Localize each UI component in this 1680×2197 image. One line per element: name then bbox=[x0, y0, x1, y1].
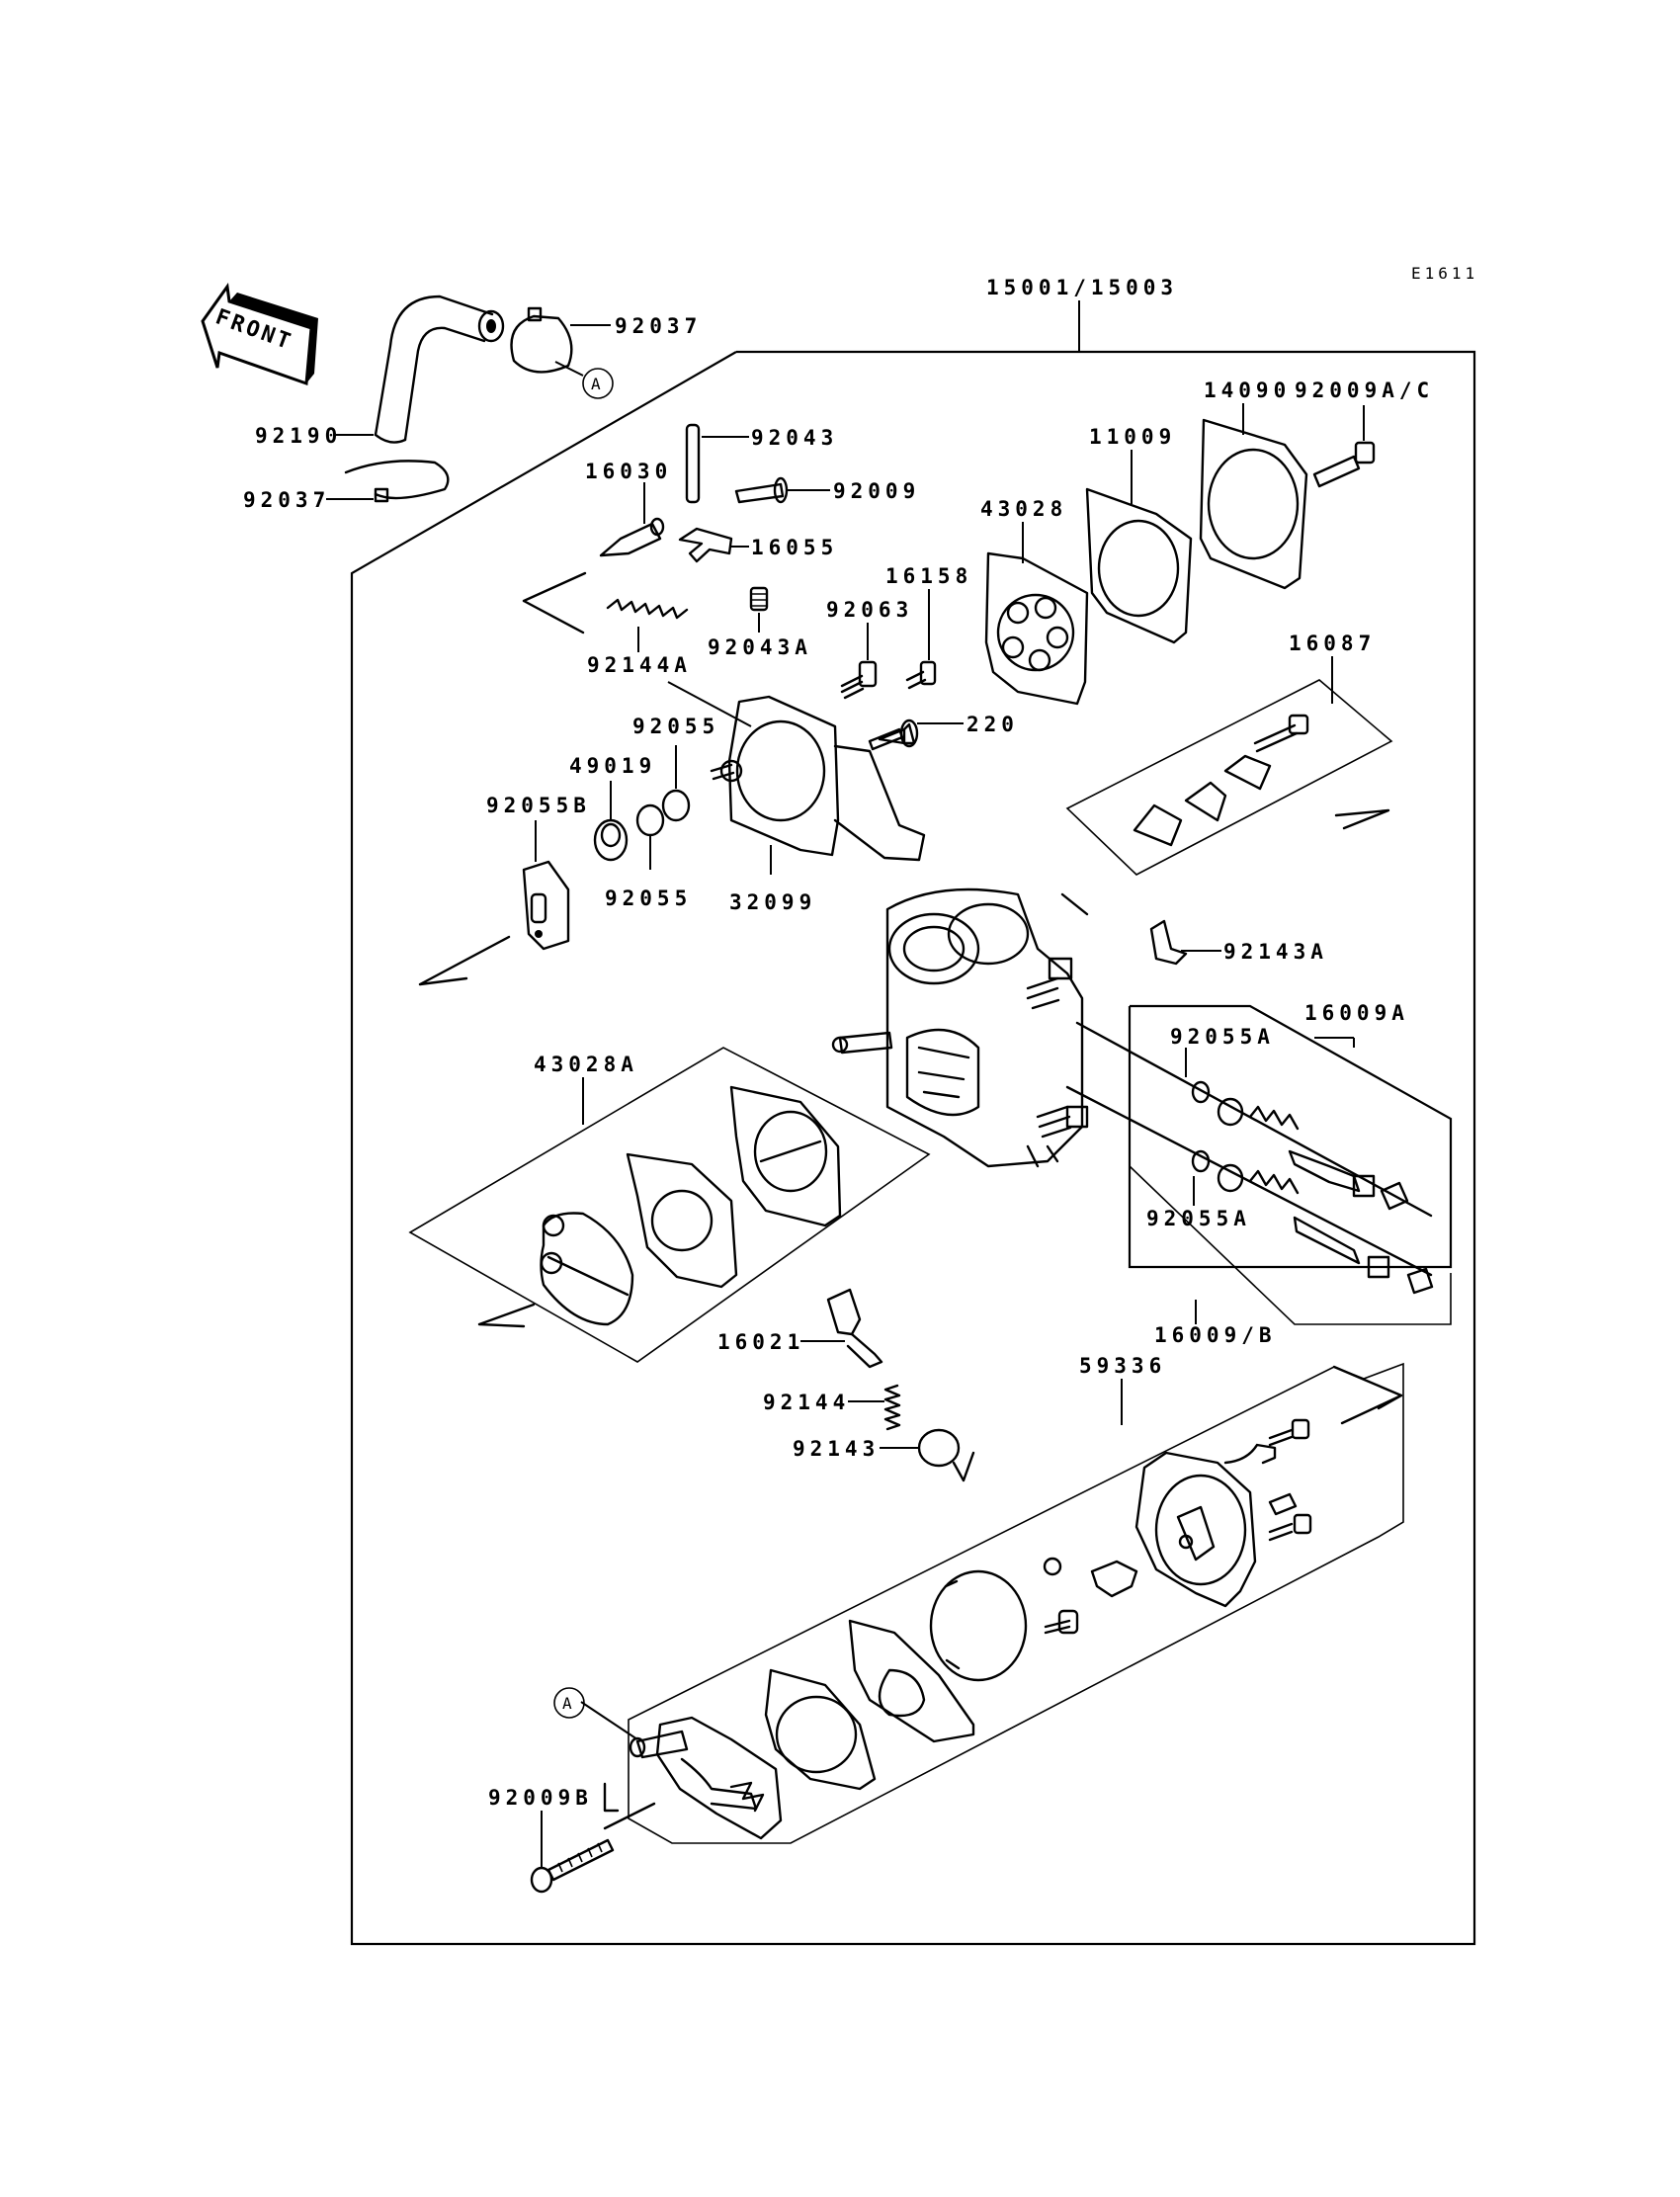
label-59336: 59336 bbox=[1079, 1354, 1166, 1378]
cap-49019: 49019 bbox=[569, 754, 656, 862]
screw-220: 220 bbox=[868, 713, 1019, 751]
label-92190: 92190 bbox=[255, 424, 342, 448]
label-16009b: 16009/B bbox=[1154, 1323, 1277, 1347]
label-92143a: 92143A bbox=[1223, 940, 1328, 964]
label-32099: 32099 bbox=[729, 890, 816, 914]
label-16087: 16087 bbox=[1289, 632, 1376, 655]
cap-92143: 92143 bbox=[793, 1428, 975, 1482]
screw-92009b: 92009B bbox=[488, 1786, 615, 1894]
inlet-needle: 16030 bbox=[585, 460, 672, 557]
label-16009a: 16009A bbox=[1304, 1001, 1409, 1025]
label-92055a-upper: 92055A bbox=[1170, 1025, 1275, 1049]
fuel-pump-kit-59336: 59336 bbox=[628, 1354, 1404, 1844]
hose-clamp-top: 92037 A bbox=[510, 306, 702, 399]
o-ring-92055-lower: 92055 bbox=[605, 803, 692, 910]
hose-clamp-left: 92037 bbox=[243, 460, 450, 512]
clip-92143a: 92143A bbox=[1149, 919, 1328, 966]
label-92009b: 92009B bbox=[488, 1786, 593, 1810]
spring-92144: 92144 bbox=[763, 1384, 901, 1431]
carburetor-upper-body-32099: 32099 bbox=[710, 695, 926, 914]
pump-diaphragm-43028: 43028 bbox=[980, 497, 1089, 706]
fuel-pump-body bbox=[629, 1716, 783, 1840]
float-lever: 16055 bbox=[678, 527, 838, 563]
carburetor-main-body bbox=[831, 887, 1089, 1168]
bracket-92055b: 92055B bbox=[486, 794, 591, 951]
ref-marker-a-top: A bbox=[591, 375, 605, 393]
float-pin: 92043 bbox=[685, 423, 838, 504]
label-92143: 92143 bbox=[793, 1437, 880, 1461]
label-16030: 16030 bbox=[585, 460, 672, 483]
label-92063: 92063 bbox=[826, 598, 913, 622]
label-16055: 16055 bbox=[751, 536, 838, 559]
label-49019: 49019 bbox=[569, 754, 656, 778]
needle-valve-16021: 16021 bbox=[717, 1288, 883, 1369]
label-92055b: 92055B bbox=[486, 794, 591, 817]
screw-16158: 16158 bbox=[885, 564, 972, 690]
o-ring-92055-upper: 92055 bbox=[632, 715, 719, 822]
label-16021: 16021 bbox=[717, 1330, 804, 1354]
front-direction-arrow: FRONT bbox=[201, 283, 318, 386]
label-43028a: 43028A bbox=[534, 1053, 638, 1076]
pump-cover-14090: 14090 bbox=[1199, 379, 1308, 590]
fuel-hose bbox=[374, 295, 505, 444]
label-43028: 43028 bbox=[980, 497, 1067, 521]
screw-92009ac: 92009A/C bbox=[1295, 379, 1434, 488]
label-92037-top: 92037 bbox=[615, 314, 702, 338]
label-92055-lower: 92055 bbox=[605, 887, 692, 910]
label-11009: 11009 bbox=[1089, 425, 1176, 449]
label-92037-left: 92037 bbox=[243, 488, 330, 512]
label-92144a: 92144A bbox=[587, 653, 692, 677]
gasket-11009: 11009 bbox=[1085, 425, 1193, 644]
label-92043: 92043 bbox=[751, 426, 838, 450]
label-92144: 92144 bbox=[763, 1391, 850, 1414]
screw-92009: 92009 bbox=[734, 476, 920, 504]
label-92055-upper: 92055 bbox=[632, 715, 719, 738]
label-220: 220 bbox=[966, 713, 1019, 736]
choke-lever-kit-16087: 16087 bbox=[1060, 632, 1393, 916]
ref-marker-a-bottom: A bbox=[562, 1694, 576, 1713]
label-14090: 14090 bbox=[1204, 379, 1291, 402]
assembly-frame: 15001/15003 bbox=[350, 276, 1476, 1946]
lever-spring: 92144A bbox=[522, 571, 692, 677]
label-92043a: 92043A bbox=[708, 635, 812, 659]
diagram-code: E1611 bbox=[1411, 264, 1478, 283]
label-92009: 92009 bbox=[833, 479, 920, 503]
assembly-label: 15001/15003 bbox=[986, 276, 1178, 299]
small-spring-92043a: 92043A bbox=[708, 586, 812, 659]
pilot-screw-kit-16009: 16009A 16009/B 92055A 92055A bbox=[1065, 1001, 1453, 1347]
screw-92063: 92063 bbox=[826, 598, 913, 700]
label-92055a-lower: 92055A bbox=[1146, 1207, 1251, 1230]
gasket-kit-43028a: 43028A bbox=[408, 1047, 931, 1363]
label-16158: 16158 bbox=[885, 564, 972, 588]
label-92009ac: 92009A/C bbox=[1295, 379, 1434, 402]
